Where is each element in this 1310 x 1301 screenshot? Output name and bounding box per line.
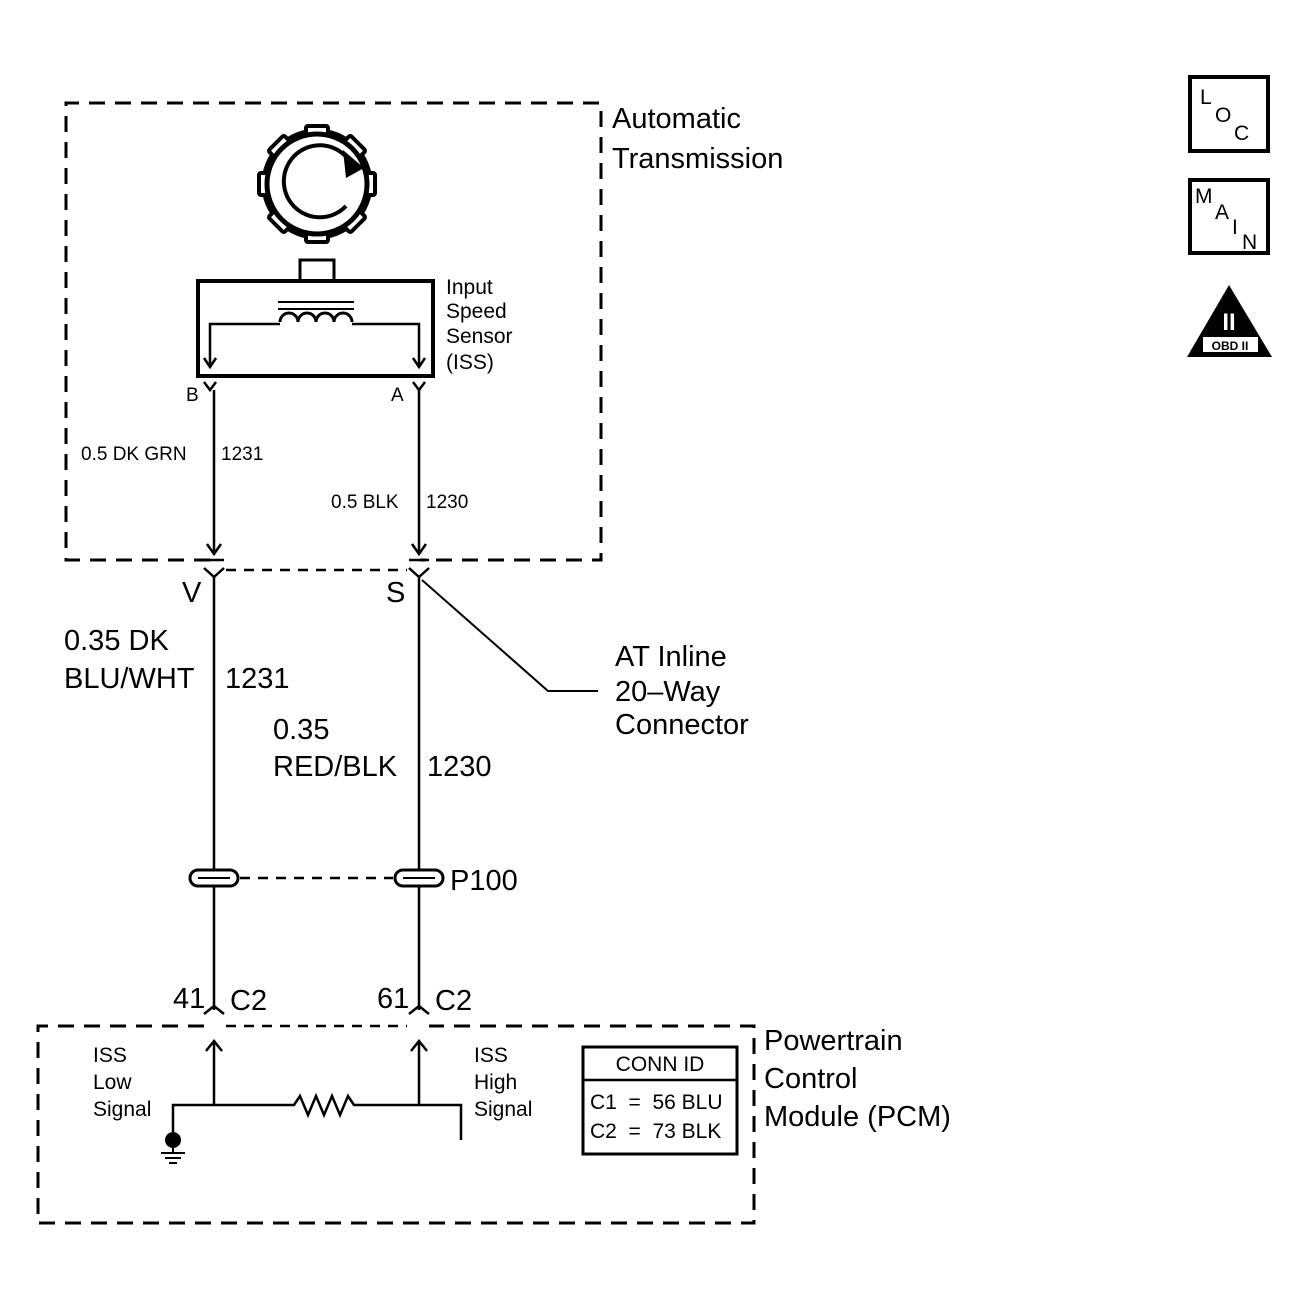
obd-ii-icon[interactable]: II OBD II	[1187, 285, 1272, 357]
wire-lower-right-label-line1: 0.35	[273, 714, 329, 746]
pcm-pin-61-connector-label: C2	[435, 985, 472, 1017]
iss-high-label-line2: High	[474, 1071, 517, 1094]
wire-lower-right-label-line2: RED/BLK	[273, 751, 398, 783]
pcm-enclosure	[36, 1024, 756, 1225]
input-speed-sensor	[196, 258, 435, 378]
wire-upper-left-circuit: 1231	[221, 444, 263, 465]
svg-text:M: M	[1195, 185, 1213, 208]
iss-low-label-line3: Signal	[93, 1098, 151, 1121]
pcm-pin-41-connector	[203, 1004, 225, 1015]
passthrough-label: P100	[450, 865, 518, 897]
wire-lower-left-circuit: 1231	[225, 663, 290, 695]
iss-high-label-line3: Signal	[474, 1098, 532, 1121]
svg-text:L: L	[1200, 86, 1212, 109]
passthrough-grommet	[188, 868, 445, 888]
pcm-pin-61-number: 61	[377, 983, 409, 1015]
inline-connector-label-line3: Connector	[615, 709, 749, 741]
pcm-label-line3: Module (PCM)	[764, 1101, 951, 1133]
inline-connector-label-line2: 20–Way	[615, 676, 721, 708]
pcm-pin-61-connector	[408, 1004, 430, 1015]
conn-id-title: CONN ID	[616, 1053, 705, 1076]
iss-low-label-line2: Low	[93, 1071, 132, 1094]
wire-lower-right-circuit: 1230	[427, 751, 492, 783]
wire-upper-left-label: 0.5 DK GRN	[81, 444, 187, 465]
sensor-label-line2: Speed	[446, 300, 507, 323]
svg-text:O: O	[1215, 104, 1231, 127]
conn-id-table	[581, 1045, 739, 1156]
transmission-enclosure	[64, 101, 603, 562]
inline-pin-v-label: V	[182, 577, 202, 609]
pcm-label-line1: Powertrain	[764, 1025, 903, 1057]
sensor-pin-b-connector	[203, 381, 217, 393]
pcm-label-line2: Control	[764, 1063, 858, 1095]
svg-text:I: I	[1232, 216, 1238, 239]
inline-connector-label-line1: AT Inline	[615, 641, 727, 673]
svg-text:N: N	[1242, 231, 1257, 254]
sensor-label-line4: (ISS)	[446, 351, 494, 374]
svg-text:II: II	[1222, 309, 1235, 336]
pcm-pin-41-connector-label: C2	[230, 985, 267, 1017]
pcm-input-circuit	[171, 1038, 463, 1140]
pcm-pin-41-number: 41	[173, 983, 205, 1015]
transmission-label-line2: Transmission	[612, 143, 783, 175]
svg-text:C: C	[1234, 122, 1249, 145]
conn-id-row-c2: C2 = 73 BLK	[590, 1120, 721, 1143]
conn-id-row-c1: C1 = 56 BLU	[590, 1091, 723, 1114]
iss-low-label-line1: ISS	[93, 1044, 127, 1067]
sensor-pin-a-connector	[412, 381, 426, 393]
wire-lower-left-label-line1: 0.35 DK	[64, 625, 169, 657]
ground-icon	[161, 1132, 185, 1164]
sensor-pin-b-label: B	[186, 385, 199, 406]
wire-upper-right-label: 0.5 BLK	[331, 492, 399, 513]
sensor-label-line3: Sensor	[446, 325, 513, 348]
sensor-pin-a-label: A	[391, 385, 404, 406]
wire-upper-right-circuit: 1230	[426, 492, 468, 513]
loc-icon[interactable]: L O C	[1188, 75, 1270, 153]
reluctor-wheel-icon	[257, 124, 377, 244]
iss-high-label-line1: ISS	[474, 1044, 508, 1067]
svg-text:OBD II: OBD II	[1212, 339, 1249, 353]
svg-text:A: A	[1215, 201, 1229, 224]
inline-pin-s-label: S	[386, 577, 405, 609]
transmission-label-line1: Automatic	[612, 103, 741, 135]
sensor-label-line1: Input	[446, 276, 493, 299]
wire-lower-left-label-line2: BLU/WHT	[64, 663, 195, 695]
main-icon[interactable]: M A I N	[1188, 178, 1270, 255]
